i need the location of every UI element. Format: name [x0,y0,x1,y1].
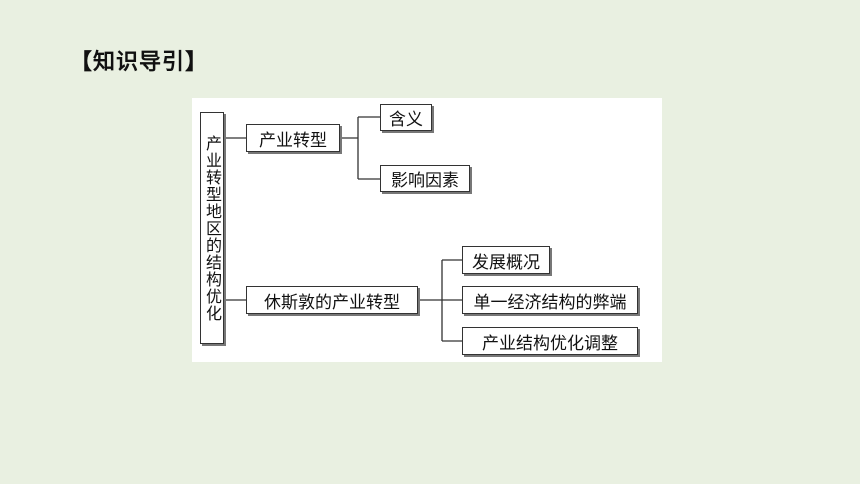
leaf-node-single-economy-drawbacks: 单一经济结构的弊端 [462,286,638,314]
knowledge-diagram: 产业转型地区的结构优化 产业转型 含义 影响因素 休斯敦的产业转型 发展概况 单… [192,98,662,362]
leaf-node-influencing-factors: 影响因素 [380,165,470,192]
page-title: 【知识导引】 [70,50,209,75]
connector-lines [226,116,462,342]
root-node: 产业转型地区的结构优化 [200,112,224,344]
leaf-node-structure-optimization: 产业结构优化调整 [462,327,638,355]
branch-node-industry-transformation: 产业转型 [246,124,340,152]
branch-node-houston-transformation: 休斯敦的产业转型 [246,286,418,314]
leaf-node-development-overview: 发展概况 [462,246,550,274]
leaf-node-meaning: 含义 [380,104,432,131]
